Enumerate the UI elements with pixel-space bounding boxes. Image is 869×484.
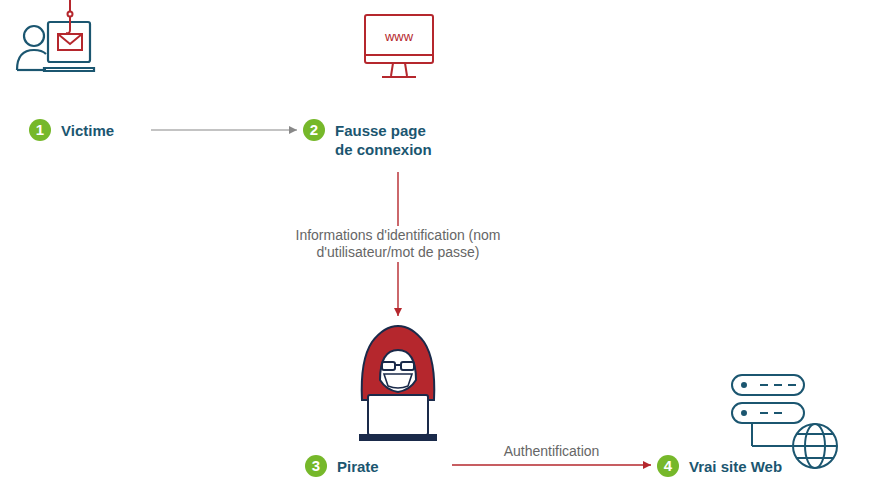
step-row: 1 Victime bbox=[29, 119, 114, 141]
step-row: 2 Fausse page de connexion bbox=[303, 119, 447, 159]
screen-text: www bbox=[385, 29, 413, 44]
step-label: Victime bbox=[61, 121, 114, 140]
step-node: 3 Pirate bbox=[305, 322, 446, 480]
hacker-icon bbox=[360, 326, 436, 440]
callout-number: 3 bbox=[305, 455, 327, 477]
step-label: Vrai site Web bbox=[689, 457, 782, 476]
step-row: 3 Pirate bbox=[305, 455, 379, 477]
monitor-icon bbox=[365, 15, 433, 77]
step-node: 1 Victime bbox=[29, 8, 145, 144]
callout-number: 4 bbox=[657, 455, 679, 477]
victim-icon bbox=[17, 22, 94, 71]
edge-label: Authentification bbox=[501, 442, 603, 461]
step-label: Pirate bbox=[337, 457, 379, 476]
flow-arrow bbox=[151, 129, 297, 130]
step-row: 4 Vrai site Web bbox=[657, 455, 782, 477]
server-icon bbox=[732, 375, 837, 468]
callout-number: 2 bbox=[303, 119, 325, 141]
email-hook bbox=[58, 0, 82, 50]
flow-arrow bbox=[452, 464, 651, 465]
step-label: Fausse page de connexion bbox=[335, 121, 447, 159]
callout-number: 1 bbox=[29, 119, 51, 141]
step-node: 4 Vrai site Web bbox=[657, 372, 847, 480]
edge-label: Informations d'identification (nom d'uti… bbox=[265, 226, 531, 262]
